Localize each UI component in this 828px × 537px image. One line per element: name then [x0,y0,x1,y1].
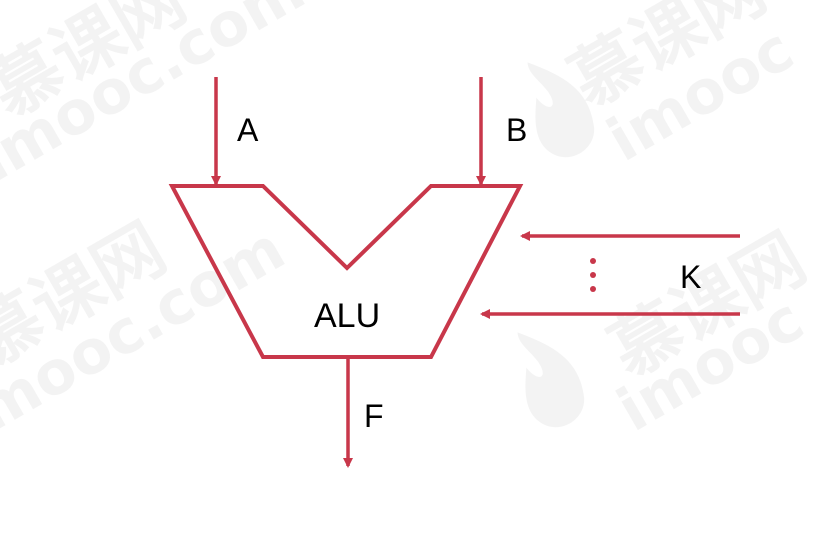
alu-body-shape [168,184,524,359]
input-b-label: B [506,112,527,148]
control-k-label: K [680,259,701,295]
input-a-label: A [237,112,259,148]
alu-label: ALU [314,297,380,335]
watermark-flame-icon-2 [517,332,585,428]
output-f-label: F [364,398,384,434]
watermark-flame-icon-1 [527,62,595,158]
control-k-ellipsis [590,258,596,292]
